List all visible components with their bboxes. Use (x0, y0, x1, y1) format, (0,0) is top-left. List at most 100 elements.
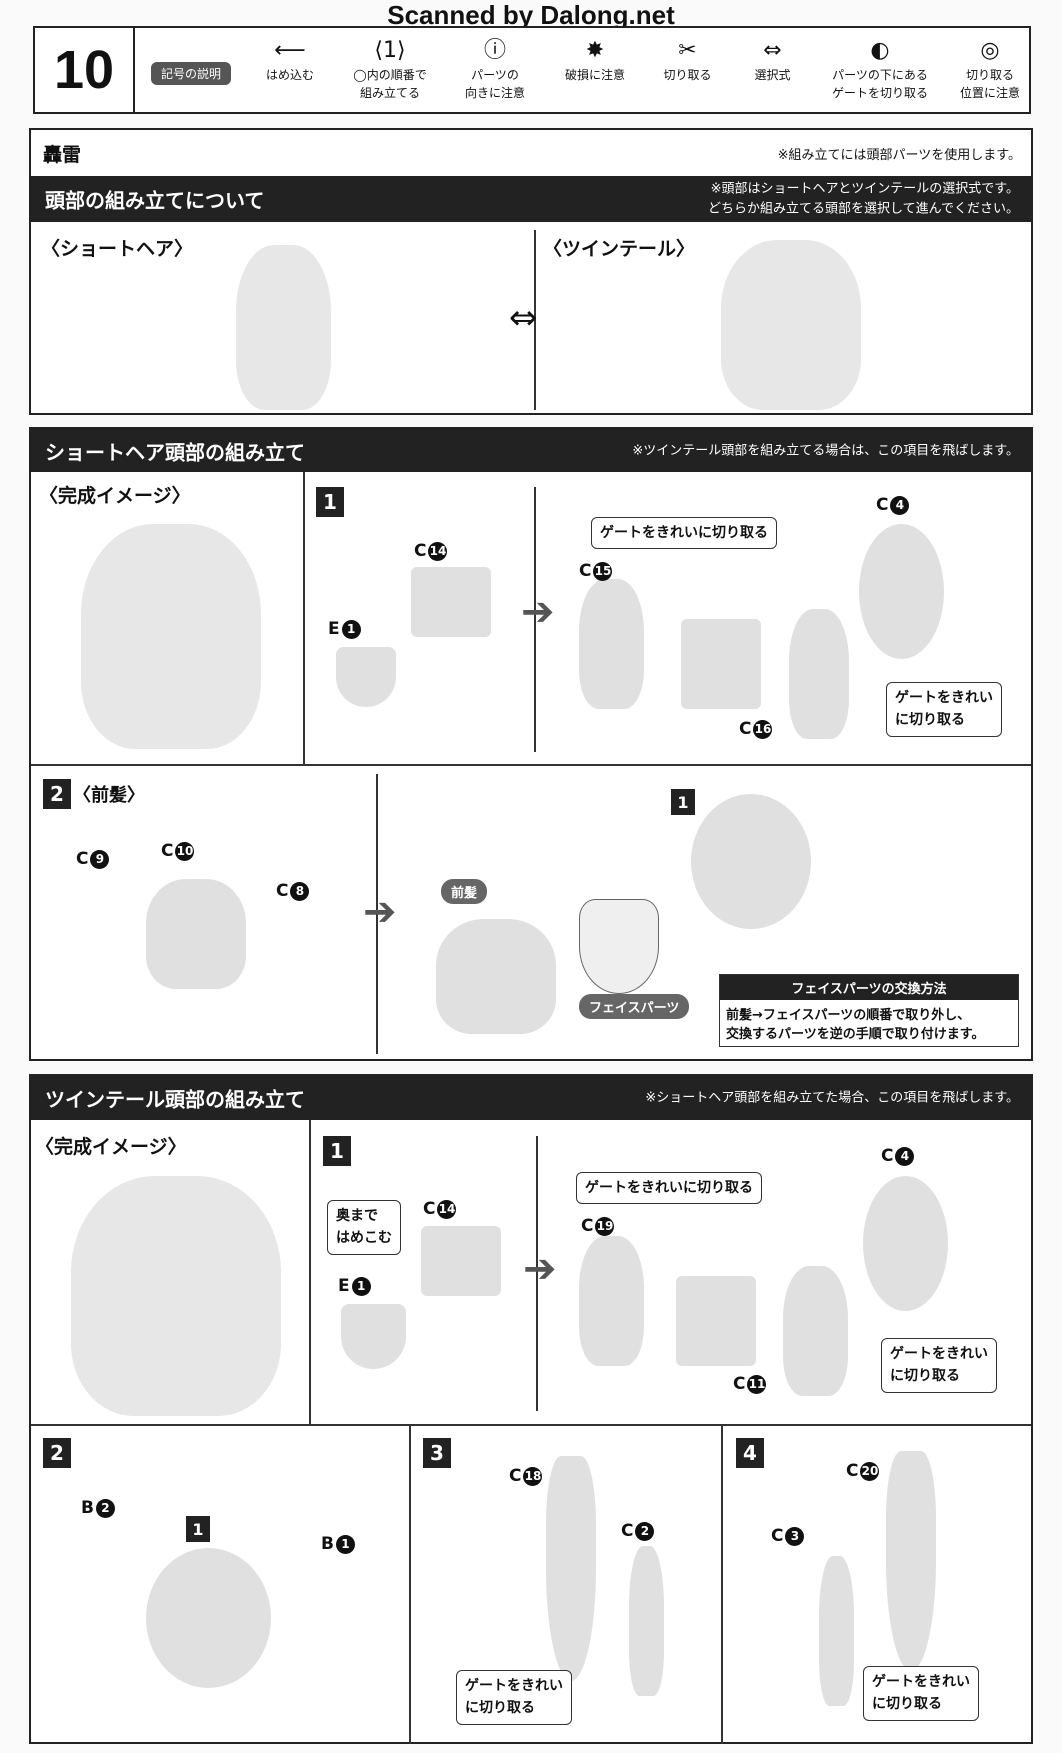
intro-note: ※組み立てには頭部パーツを使用します。 (777, 148, 1021, 163)
legend-symbol-label: 切り取る (663, 68, 712, 82)
legend-symbol-label: 破損に注意 (564, 68, 625, 82)
band-title: ツインテール頭部の組み立て (45, 1087, 305, 1112)
legend-symbol: ⟨1⟩ ◯内の順番で 組み立てる (335, 36, 445, 102)
side-hair-part (789, 609, 849, 739)
sub-step-badge: 1 (671, 789, 695, 815)
cut-position-icon: ◎ (980, 38, 1000, 63)
bangs-part (146, 879, 246, 989)
legend-symbol: ◎ 切り取る 位置に注意 (945, 36, 1035, 102)
head-band: 頭部の組み立てについて ※頭部はショートヘアとツインテールの選択式です。どちらか… (31, 176, 1031, 222)
push-in-callout: 奥まではめこむ (327, 1200, 401, 1255)
face-parts-exchange-box: フェイスパーツの交換方法 前髪→フェイスパーツの順番で取り外し、 交換するパーツ… (719, 974, 1019, 1047)
band-title: ショートヘア頭部の組み立て (45, 440, 305, 464)
select-arrows-icon: ⇔ (763, 38, 782, 63)
gate-callout: ゲートをきれいに切り取る (576, 1172, 762, 1205)
twin-tail-complete-image (71, 1176, 281, 1416)
next-arrow-icon: ➔ (523, 1246, 557, 1292)
gate-callout: ゲートをきれいに切り取る (591, 517, 777, 550)
twin-tail-part (886, 1451, 936, 1671)
jaw-part (341, 1304, 406, 1369)
bangs-tag: 前髪 (441, 879, 488, 904)
short-hair-band: ショートヘア頭部の組み立て ※ツインテール頭部を組み立てる場合は、この項目を飛ば… (31, 429, 1031, 472)
legend-symbol: ◐ パーツの下にある ゲートを切り取る (815, 36, 945, 102)
step-1-badge: 1 (323, 1136, 351, 1166)
intro-section: 轟雷 ※組み立てには頭部パーツを使用します。 頭部の組み立てについて ※頭部はシ… (29, 128, 1033, 415)
face-parts-tag: フェイスパーツ (579, 994, 690, 1019)
next-arrow-icon: ➔ (521, 589, 555, 635)
face-box-text: 前髪→フェイスパーツの順番で取り外し、 (726, 1008, 971, 1023)
head-frame-part (421, 1226, 501, 1296)
side-hair-part (783, 1266, 848, 1396)
band-note: どちらか組み立てる頭部を選択して進んでください。 (708, 201, 1019, 216)
shell-part (859, 524, 944, 659)
tail-cover-part (629, 1546, 664, 1696)
short-hair-figure-image (236, 245, 331, 410)
arrow-left-icon: ⟵ (274, 38, 306, 63)
band-note: ※頭部はショートヘアとツインテールの選択式です。 (710, 181, 1019, 197)
complete-image-label: 〈完成イメージ〉 (35, 1136, 187, 1158)
hexagon-number-icon: ⟨1⟩ (374, 38, 406, 63)
legend-label: 記号の説明 (151, 62, 232, 85)
head-frame-part (411, 567, 491, 637)
gate-under-icon: ◐ (870, 38, 890, 63)
watermark: Scanned by Dalong.net (387, 0, 675, 30)
select-arrows-icon: ⇔ (509, 298, 538, 338)
step-3-badge: 3 (423, 1438, 451, 1468)
jaw-part (336, 647, 396, 707)
breakage-icon: ✸ (585, 38, 605, 63)
legend-symbol: ⇔ 選択式 (730, 36, 815, 102)
band-note: ※ツインテール頭部を組み立てる場合は、この項目を飛ばします。 (632, 442, 1019, 458)
face-box-text: 交換するパーツを逆の手順で取り付けます。 (726, 1027, 985, 1042)
step-2-header: 2〈前髪〉 (43, 779, 145, 809)
tail-cover-part (819, 1556, 854, 1706)
exclamation-icon: ⓘ (483, 38, 506, 63)
twin-tail-section: ツインテール頭部の組み立て ※ショートヘア頭部を組み立てた場合、この項目を飛ばし… (29, 1074, 1033, 1744)
legend-symbols: ⟵ はめ込む ⟨1⟩ ◯内の順番で 組み立てる ⓘ パーツの 向きに注意 ✸ 破損に注意 ✂ 切り… (245, 36, 1035, 102)
short-hair-section: ショートヘア頭部の組み立て ※ツインテール頭部を組み立てる場合は、この項目を飛ば… (29, 427, 1033, 1061)
twin-tail-band: ツインテール頭部の組み立て ※ショートヘア頭部を組み立てた場合、この項目を飛ばし… (31, 1076, 1031, 1120)
step-4-badge: 4 (736, 1438, 764, 1468)
legend-symbol: ⓘ パーツの 向きに注意 (445, 36, 545, 102)
legend-symbol-label: パーツの 向きに注意 (464, 68, 525, 100)
step-1-badge: 1 (316, 487, 344, 517)
legend-symbol-label: ◯内の順番で 組み立てる (353, 68, 427, 100)
twin-tail-figure-image (721, 240, 861, 410)
short-hair-label: 〈ショートヘア〉 (41, 238, 194, 260)
legend-symbol: ⟵ はめ込む (245, 36, 335, 102)
head-frame-part (676, 1276, 756, 1366)
gate-callout: ゲートをきれいに切り取る (863, 1666, 979, 1721)
legend-symbol-label: 選択式 (754, 68, 791, 82)
legend-symbol-label: 切り取る 位置に注意 (959, 68, 1020, 100)
short-hair-complete-image (81, 524, 261, 749)
face-part (579, 899, 659, 994)
legend-symbol-label: はめ込む (265, 68, 314, 82)
shell-part (863, 1176, 948, 1311)
sub-step-badge: 1 (186, 1516, 210, 1542)
gate-callout: ゲートをきれいに切り取る (881, 1338, 997, 1393)
head-frame-part (681, 619, 761, 709)
band-title: 頭部の組み立てについて (45, 188, 265, 213)
band-note: ※ショートヘア頭部を組み立てた場合、この項目を飛ばします。 (645, 1090, 1019, 1106)
gate-callout: ゲートをきれいに切り取る (886, 682, 1002, 737)
twin-tail-label: 〈ツインテール〉 (543, 238, 696, 260)
legend-symbol-label: パーツの下にある ゲートを切り取る (831, 68, 928, 100)
cut-icon: ✂ (678, 38, 697, 63)
